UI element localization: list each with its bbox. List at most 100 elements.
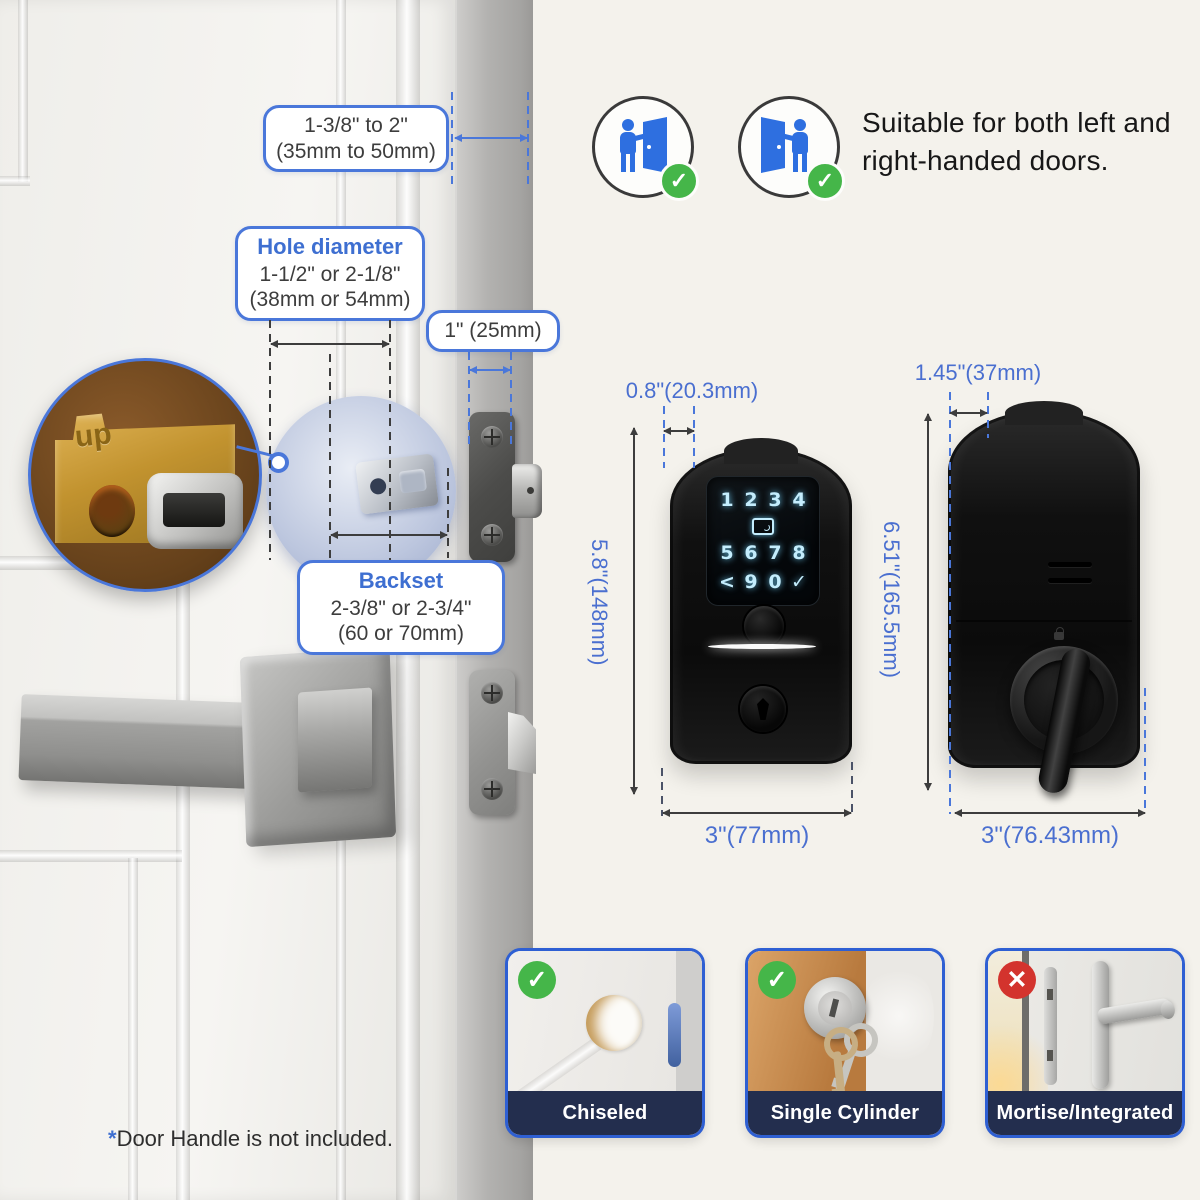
dashed-guide-line [851, 762, 853, 816]
person-glyph [630, 153, 635, 172]
door-molding-line [176, 560, 190, 1200]
keypad-key: 7 [768, 542, 782, 564]
callout-title: Hole diameter [257, 234, 403, 259]
heading-line: Suitable for both left and [862, 107, 1171, 138]
keypad-key: 5 [720, 542, 734, 564]
dim-front-width: 3"(77mm) [704, 822, 810, 849]
dimension-arrow [924, 413, 932, 791]
screw-icon [481, 524, 503, 546]
dashed-guide-line [1144, 688, 1146, 814]
screw-icon [481, 426, 503, 448]
left-handed-door-icon: ✓ [592, 96, 699, 201]
footnote-asterisk: * [108, 1126, 117, 1151]
dim-back-height: 6.51"(165.5mm) [879, 520, 904, 678]
footnote: *Door Handle is not included. [108, 1126, 393, 1152]
door-molding-line [128, 858, 138, 1200]
screw-icon [481, 778, 503, 800]
dimension-arrow [954, 809, 1146, 817]
smart-lock-front-view: 1 2 3 4 5 6 7 8 < 9 0 ✓ [670, 448, 852, 764]
bore-hole [586, 995, 642, 1051]
compat-card-single-cylinder: ✓ Single Cylinder [745, 948, 945, 1138]
door-glyph [643, 117, 667, 173]
dimension-arrow [469, 366, 511, 374]
speaker-slot [1048, 578, 1092, 583]
keypad-key: 6 [744, 542, 758, 564]
cylinder-lock [804, 977, 866, 1039]
callout-line: (38mm or 54mm) [249, 288, 411, 312]
keypad-key: 3 [768, 489, 782, 511]
card-label: Mortise/Integrated [988, 1091, 1182, 1135]
person-glyph [620, 132, 636, 154]
screw-icon [481, 682, 503, 704]
keypad-row: 1 2 3 4 [717, 489, 809, 511]
heading-line: right-handed doors. [862, 145, 1109, 176]
status-light-bar [708, 644, 816, 649]
callout-title: Backset [358, 568, 444, 593]
edge-plate-width-callout: 1" (25mm) [426, 310, 560, 352]
person-glyph [622, 119, 634, 131]
mortise-backplate [1092, 961, 1109, 1089]
deadbolt-bolt [512, 464, 542, 518]
door-glyph [761, 117, 785, 173]
latch-faceplate [469, 670, 515, 815]
door-molding-line [18, 0, 28, 182]
dashed-guide-line [468, 352, 470, 448]
fingerprint-sensor [744, 606, 784, 646]
card-photo: ✓ [508, 951, 702, 1119]
door-molding-line [0, 850, 182, 862]
lock-indicator-icon [1054, 627, 1064, 640]
magnifier-anchor-dot [268, 452, 289, 473]
compat-card-chiseled: ✓ Chiseled [505, 948, 705, 1138]
person-glyph [793, 153, 798, 172]
door-handle-neck [298, 687, 372, 793]
dashed-guide-line [949, 392, 951, 814]
keypad-row: 5 6 7 8 [717, 542, 809, 564]
cross-badge-icon: ✕ [998, 961, 1036, 999]
background-blur [864, 961, 934, 1071]
smart-lock-back-view [948, 410, 1140, 796]
keypad-key: 0 [768, 571, 782, 593]
latch-closeup-magnifier: up [28, 358, 262, 592]
dim-back-top-width: 1.45"(37mm) [914, 360, 1042, 385]
dimension-arrow [270, 340, 390, 348]
light-glow [988, 1021, 1048, 1091]
latch-embossed-text: up [73, 417, 114, 454]
right-handed-door-icon: ✓ [738, 96, 845, 201]
keyhole [740, 686, 786, 732]
dimension-arrow [330, 531, 448, 539]
person-glyph [802, 153, 807, 172]
callout-line: (35mm to 50mm) [276, 139, 436, 163]
keypad-key: 9 [744, 571, 758, 593]
dashed-guide-line [389, 320, 391, 560]
callout-line: 1" (25mm) [444, 319, 542, 342]
person-glyph [794, 119, 806, 131]
check-badge-icon: ✓ [518, 961, 556, 999]
card-photo: ✓ [748, 951, 942, 1102]
dashed-guide-line [269, 320, 271, 560]
card-photo: ✕ [988, 951, 1182, 1091]
dimension-arrow [454, 134, 528, 142]
keypad-key: 8 [792, 542, 806, 564]
latch-hole [89, 485, 135, 537]
deadbolt-faceplate [469, 412, 515, 562]
dimension-arrow [663, 427, 695, 435]
dim-front-top-width: 0.8"(20.3mm) [625, 378, 759, 403]
latch-in-bore [355, 453, 439, 515]
callout-line: 2-3/8" or 2-3/4" [330, 596, 472, 620]
door-thickness-callout: 1-3/8" to 2" (35mm to 50mm) [263, 105, 449, 173]
dashed-guide-line [329, 354, 331, 560]
latch-chrome-slot [147, 473, 243, 549]
keypad-touchscreen: 1 2 3 4 5 6 7 8 < 9 0 ✓ [706, 476, 820, 606]
dashed-guide-line [987, 392, 989, 438]
check-badge-icon: ✓ [758, 961, 796, 999]
keypad-key: 1 [720, 489, 734, 511]
rfid-card-icon [752, 518, 774, 535]
card-label: Single Cylinder [748, 1091, 942, 1135]
battery-cover-seam [956, 620, 1132, 622]
callout-line: (60 or 70mm) [337, 622, 465, 646]
door-gap [1022, 951, 1029, 1091]
backset-callout: Backset 2-3/8" or 2-3/4" (60 or 70mm) [297, 560, 505, 656]
speaker-slot [1048, 562, 1092, 567]
key-icon [822, 1025, 860, 1102]
